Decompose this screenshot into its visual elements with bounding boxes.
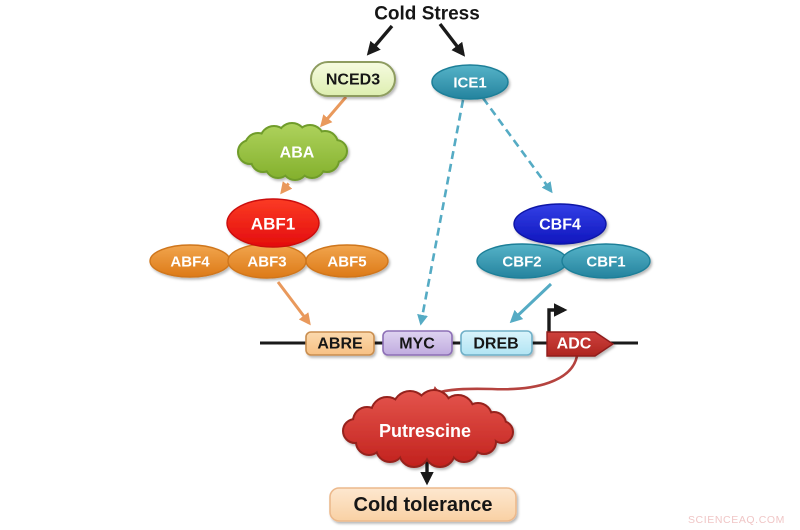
arrow-cbf-to-dreb — [509, 282, 553, 324]
cbf4-ellipse — [513, 203, 607, 245]
node-label-aba: ABA — [280, 145, 315, 162]
node-label-abf4: ABF4 — [170, 254, 210, 271]
transcription-start-arrow — [547, 303, 568, 332]
arrow-ice1-to-cbf4 — [481, 97, 553, 194]
abf1-ellipse — [226, 198, 320, 248]
cold-tolerance-box — [329, 487, 517, 522]
node-label-putrescine: Putrescine — [379, 421, 471, 441]
arrow-ice1-to-myc — [417, 99, 465, 326]
node-label-nced3: NCED3 — [326, 72, 380, 89]
promoter-elements — [305, 330, 615, 357]
adc-gene-arrow — [546, 331, 615, 357]
cold-tolerance-node — [329, 487, 517, 522]
node-label-cbf1: CBF1 — [586, 254, 625, 271]
element-label-abre: ABRE — [317, 336, 363, 353]
ice1-node — [431, 64, 509, 100]
myc-box — [382, 330, 453, 356]
node-label-abf1: ABF1 — [251, 215, 295, 234]
element-label-adc: ADC — [557, 336, 592, 353]
element-label-myc: MYC — [399, 336, 435, 353]
arrow-abf3-to-abre — [276, 281, 311, 326]
watermark: SCIENCEAQ.COM — [687, 514, 785, 526]
nced3-box — [310, 61, 396, 97]
arrow-coldstress-to-ice1 — [438, 22, 466, 57]
element-label-dreb: DREB — [473, 336, 518, 353]
ice1-ellipse — [431, 64, 509, 100]
node-label-abf5: ABF5 — [327, 254, 366, 271]
arrow-adc-to-putrescine — [429, 355, 579, 398]
diagram-title-cold-stress: Cold Stress — [374, 4, 480, 25]
node-label-cold-tolerance: Cold tolerance — [354, 494, 493, 516]
abf-cluster — [149, 198, 389, 279]
arrow-coldstress-to-nced3 — [366, 24, 394, 56]
cbf-cluster — [476, 203, 651, 279]
node-label-cbf2: CBF2 — [502, 254, 541, 271]
cbf1-ellipse — [561, 243, 651, 279]
dreb-box — [460, 330, 533, 356]
node-label-cbf4: CBF4 — [539, 217, 581, 234]
node-label-ice1: ICE1 — [453, 75, 486, 92]
arrow-nced3-to-aba — [320, 96, 348, 128]
node-label-abf3: ABF3 — [247, 254, 286, 271]
abre-box — [305, 331, 375, 356]
nced3-node — [310, 61, 396, 97]
